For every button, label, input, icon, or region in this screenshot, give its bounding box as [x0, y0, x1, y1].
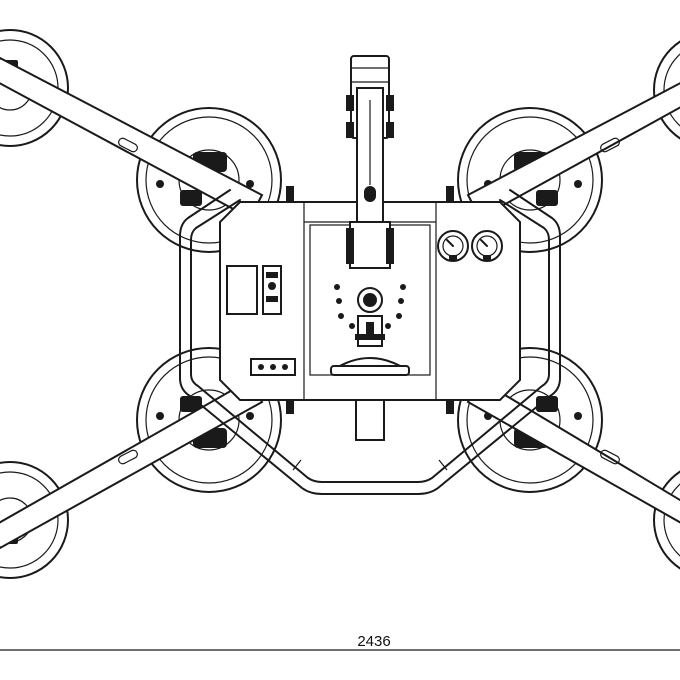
- lifting-beam: [346, 55, 394, 269]
- tubular-frame: [179, 189, 561, 495]
- gauge-panel-right: [437, 230, 503, 262]
- vacuum-gauge-right: [471, 230, 503, 262]
- arm-bottom-left: [0, 378, 264, 550]
- display-screen: [226, 265, 258, 315]
- dimension-label: 2436: [357, 633, 390, 650]
- center-mechanism: [330, 284, 410, 376]
- dimension-line: 2436: [0, 633, 680, 651]
- mounting-tabs: [286, 186, 454, 414]
- control-panel-left: [226, 265, 296, 376]
- arm-top-left: [0, 56, 264, 220]
- vacuum-gauge-left: [437, 230, 469, 262]
- bottom-stub: [355, 399, 385, 441]
